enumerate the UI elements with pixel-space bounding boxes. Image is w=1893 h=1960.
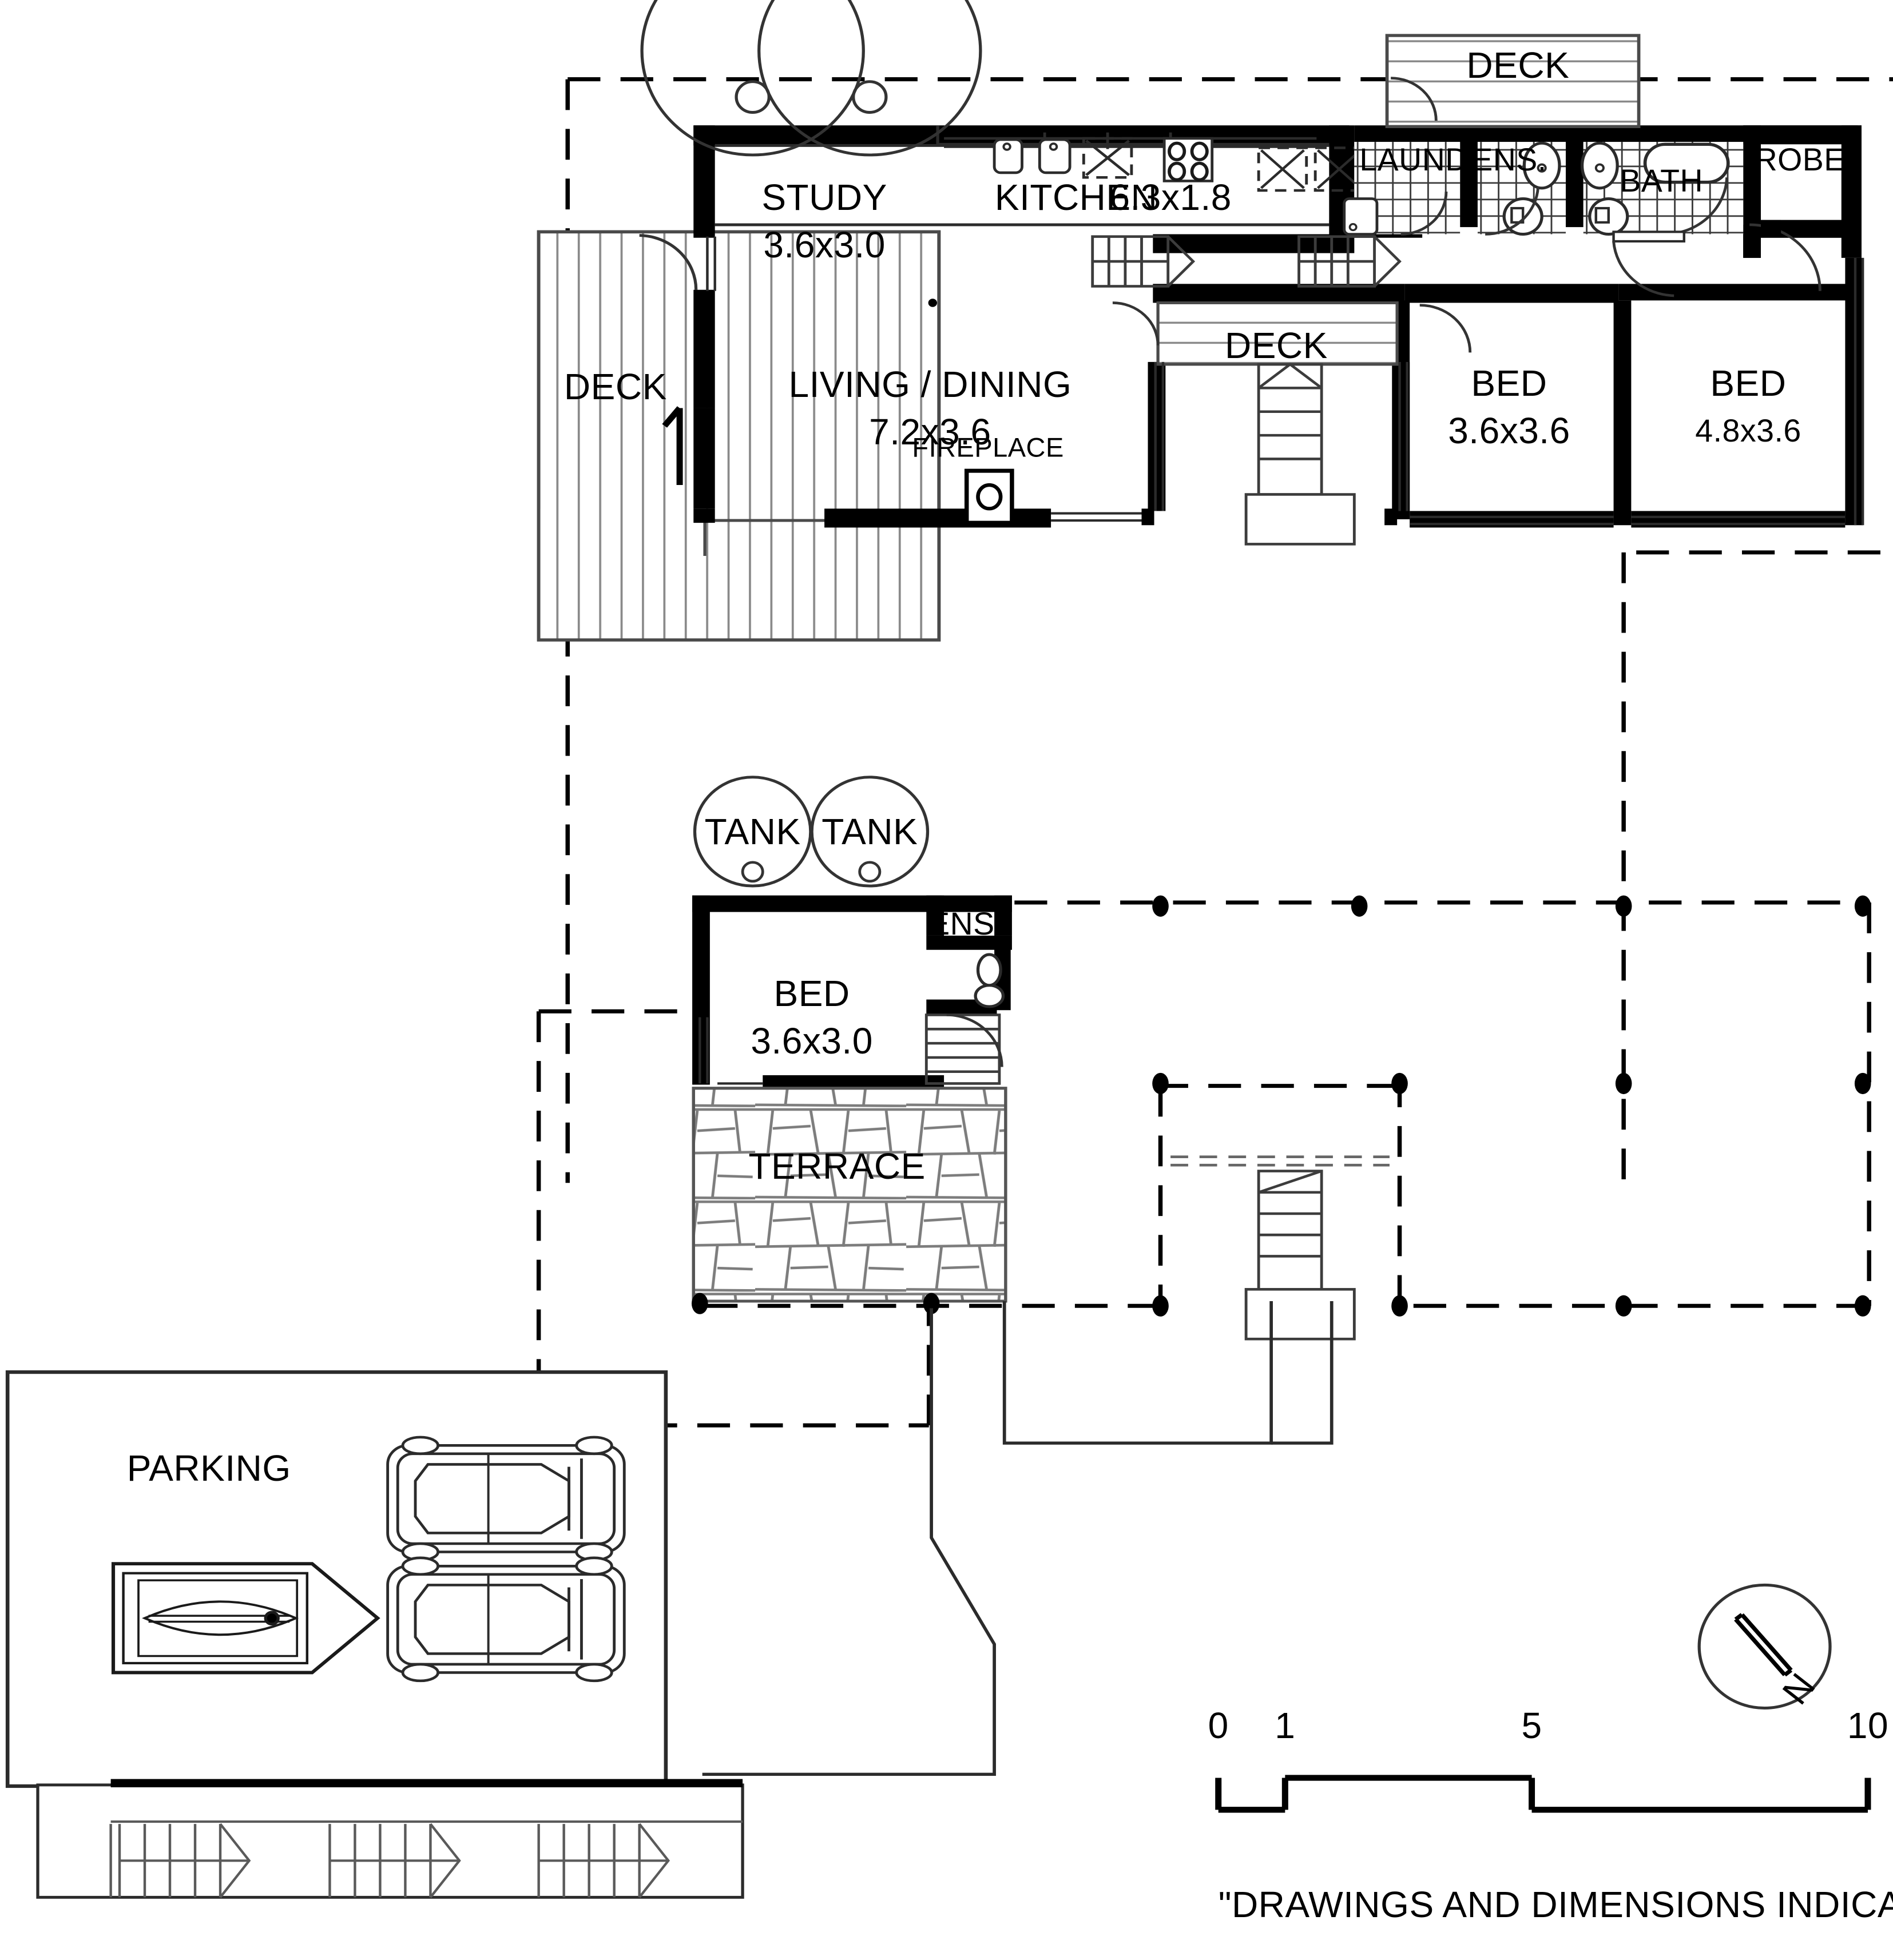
scale-tick-0: 0 — [1208, 1705, 1229, 1747]
room-label-parking: PARKING — [126, 1447, 291, 1489]
label-fireplace: FIREPLACE — [912, 432, 1064, 463]
room-label-bed-1: BED — [1471, 363, 1547, 404]
room-label-deck-mid: DECK — [1224, 324, 1328, 366]
room-label-study: STUDY — [761, 177, 887, 218]
room-dim-living-dining: 7.2x3.6 — [869, 411, 991, 452]
scale-tick-1: 1 — [1275, 1705, 1296, 1747]
room-label-bath: BATH — [1620, 163, 1704, 199]
room-label-robe: ROBE — [1754, 142, 1846, 178]
room-label-deck-left: DECK — [563, 366, 667, 408]
scale-tick-10: 10 — [1847, 1705, 1889, 1747]
room-label-lower-ensuite: ENS — [928, 906, 995, 942]
room-label-terrace: TERRACE — [748, 1146, 926, 1187]
room-dim-bed-1: 3.6x3.6 — [1448, 410, 1570, 451]
room-dim-lower-bed: 3.6x3.0 — [751, 1020, 873, 1061]
disclaimer-text: "DRAWINGS AND DIMENSIONS INDICATIVE ONLY… — [1218, 1883, 1893, 1925]
room-label-deck-top: DECK — [1466, 44, 1570, 86]
room-label-lower-bed: BED — [773, 973, 850, 1015]
room-label-laundry: LAUND. — [1359, 142, 1478, 178]
tank-label-1: TANK — [704, 810, 801, 852]
room-dim-kitchen: 6.3x1.8 — [1109, 177, 1232, 218]
room-label-bed-2: BED — [1710, 363, 1787, 404]
room-label-kitchen: KITCHEN — [994, 177, 1158, 218]
tank-label-2: TANK — [822, 810, 918, 852]
room-label-ensuite: ENS. — [1471, 142, 1547, 178]
scale-tick-5: 5 — [1521, 1705, 1542, 1747]
room-dim-bed-2: 4.8x3.6 — [1695, 412, 1801, 448]
room-label-living-dining: LIVING / DINING — [788, 364, 1072, 405]
room-dim-study: 3.6x3.0 — [763, 224, 886, 266]
